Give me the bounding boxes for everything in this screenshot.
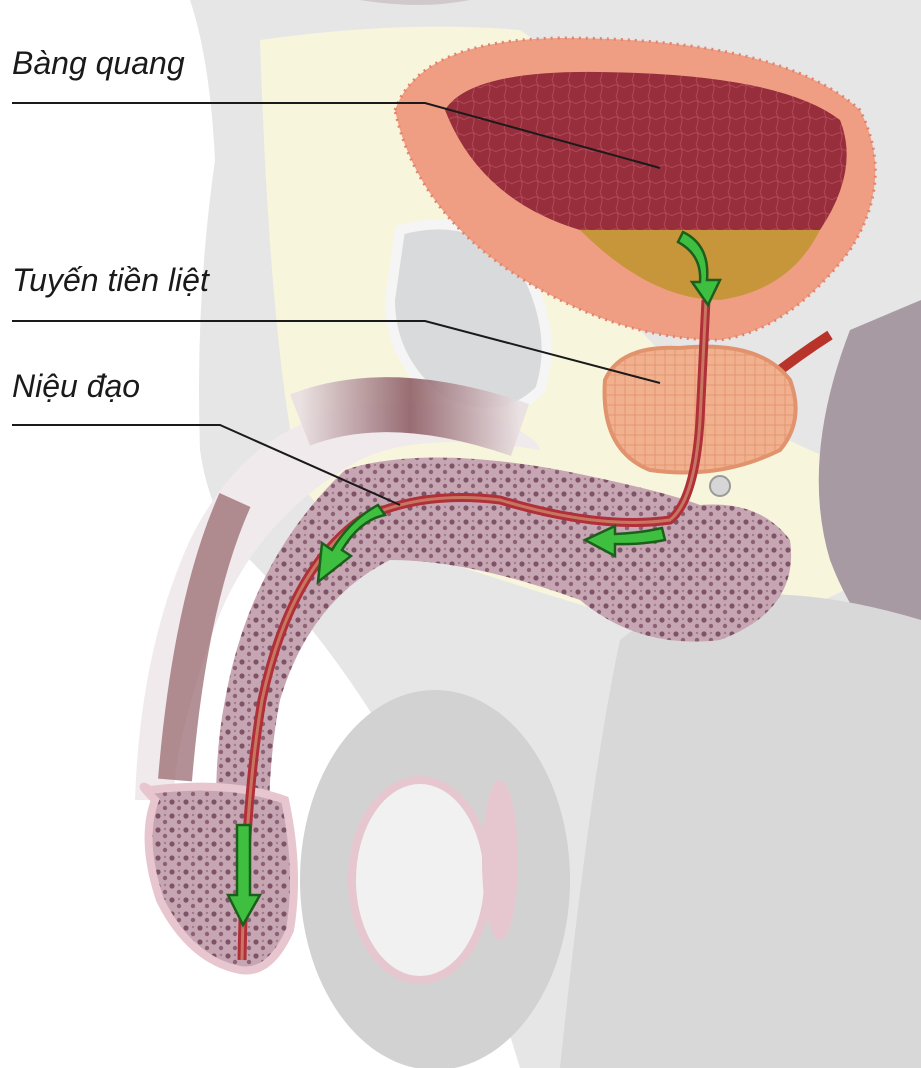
label-urethra: Niệu đạo (12, 368, 140, 405)
label-prostate: Tuyến tiền liệt (12, 262, 209, 299)
label-bladder: Bàng quang (12, 45, 185, 82)
corpus-cavernosum-stripe (300, 405, 520, 430)
bulbourethral-gland (710, 476, 730, 496)
testis (352, 780, 488, 980)
epididymis (482, 780, 518, 940)
